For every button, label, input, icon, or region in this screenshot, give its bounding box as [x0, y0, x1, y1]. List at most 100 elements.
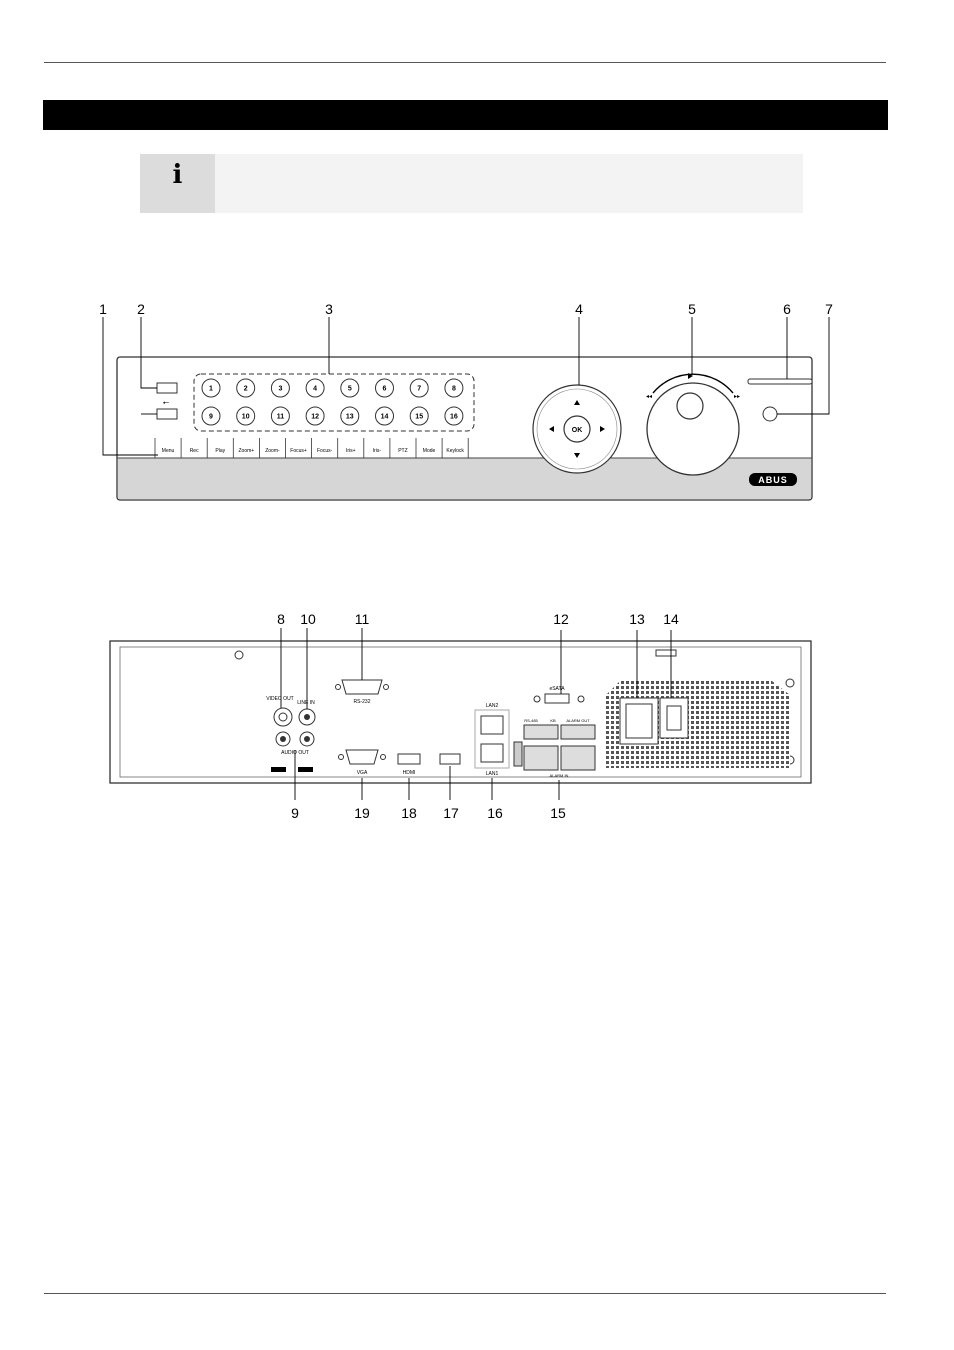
alarm-out-label: ALARM OUT [566, 718, 590, 723]
usb-icon: ⭠ [163, 398, 170, 407]
audio-out-rca [275, 731, 315, 747]
channel-button-label: 10 [242, 414, 250, 421]
rear-callout-top: 14 [663, 611, 679, 627]
channel-button-label: 1 [209, 386, 213, 393]
channel-button[interactable]: 11 [270, 406, 290, 426]
usb-port-2 [156, 408, 178, 420]
channel-button-label: 11 [277, 414, 285, 421]
function-button-label: Iris+ [346, 448, 356, 454]
power-switch [659, 697, 689, 739]
channel-button[interactable]: 13 [340, 406, 360, 426]
forward-icon: ▸▸ [734, 394, 740, 400]
usb-port-rear [439, 753, 461, 765]
rear-callout-top: 13 [629, 611, 645, 627]
channel-button[interactable]: 12 [305, 406, 325, 426]
channel-button-label: 8 [452, 386, 456, 393]
channel-button-label: 15 [415, 414, 423, 421]
channel-button-label: 13 [346, 414, 354, 421]
status-led-strip [747, 378, 813, 385]
front-callout: 5 [688, 301, 696, 317]
front-callout: 4 [575, 301, 583, 317]
function-button-label: Rec [190, 448, 199, 454]
function-button[interactable]: Focus+ [285, 438, 307, 458]
function-button[interactable]: Zoom+ [232, 438, 254, 458]
function-button[interactable]: Keylock [441, 438, 464, 458]
terminal-blocks [513, 724, 596, 771]
channel-button-label: 3 [278, 386, 282, 393]
channel-button[interactable]: 8 [444, 378, 464, 398]
alarm-in-label: ALARM IN [550, 773, 569, 778]
rs232-label: RS-232 [354, 699, 371, 705]
rear-callout-bottom: 17 [443, 805, 459, 821]
front-leader-lines [102, 317, 830, 456]
esata-label: eSATA [549, 686, 565, 692]
function-button-label: Focus+ [290, 448, 307, 454]
vga-connector [345, 749, 379, 765]
lan2-label: LAN2 [486, 703, 499, 709]
info-note: i [140, 154, 803, 213]
esata-port [544, 693, 570, 704]
channel-button[interactable]: 3 [270, 378, 290, 398]
channel-button-label: 12 [311, 414, 319, 421]
channel-button[interactable]: 7 [409, 378, 429, 398]
channel-button[interactable]: 6 [375, 378, 394, 398]
ir-receiver [762, 406, 778, 422]
function-button-label: Mode [423, 448, 436, 454]
function-button-label: Menu [162, 448, 175, 454]
channel-button[interactable]: 5 [340, 378, 360, 398]
channel-button[interactable]: 16 [444, 406, 464, 426]
rear-callout-top: 12 [553, 611, 569, 627]
video-out-label: VIDEO OUT [266, 696, 294, 702]
function-button[interactable]: PTZ [389, 438, 408, 458]
function-button[interactable]: Iris- [363, 438, 382, 458]
function-button[interactable]: Rec [180, 438, 199, 458]
front-callout: 3 [325, 301, 333, 317]
channel-button[interactable]: 10 [236, 406, 256, 426]
hdmi-label: HDMI [403, 770, 416, 776]
front-callout: 2 [137, 301, 145, 317]
channel-button[interactable]: 4 [305, 378, 325, 398]
down-arrow-icon [574, 453, 580, 458]
function-button-label: Keylock [446, 448, 464, 454]
channel-button[interactable]: 2 [236, 378, 256, 398]
channel-button-label: 4 [313, 386, 317, 393]
ok-button [563, 415, 591, 443]
channel-button[interactable]: 14 [375, 406, 394, 426]
function-buttons: Menu Rec Play Zoom+Zoom- Focus+ Focus- Iris+ Ir… [154, 438, 469, 458]
info-icon: i [140, 154, 215, 213]
channel-button[interactable]: 15 [409, 406, 429, 426]
channel-button[interactable]: 1 [201, 378, 221, 398]
channel-button-label: 5 [348, 386, 352, 393]
function-button[interactable]: Mode [415, 438, 436, 458]
rear-callout-top: 10 [300, 611, 316, 627]
rear-callout-bottom: 19 [354, 805, 370, 821]
rear-callout-bottom: 16 [487, 805, 503, 821]
usb-port-1 [156, 382, 178, 394]
channel-button-label: 14 [381, 414, 389, 421]
ok-label: OK [572, 427, 583, 434]
line-in-label: LINE IN [297, 700, 315, 706]
rear-callout-top: 11 [355, 611, 370, 627]
function-button[interactable]: Play [206, 438, 226, 458]
navigation-pad: OK [532, 384, 622, 474]
function-button[interactable]: Zoom- [258, 438, 280, 458]
channel-button-label: 2 [244, 386, 248, 393]
front-callout: 6 [783, 301, 791, 317]
function-button-label: Play [215, 448, 225, 454]
channel-button[interactable]: 9 [201, 406, 221, 426]
channel-button-label: 7 [417, 386, 421, 393]
footer-rule [44, 1293, 886, 1294]
header-rule [44, 62, 886, 63]
brand-logo: ABUS [758, 475, 788, 485]
function-button[interactable]: Iris+ [337, 438, 356, 458]
left-arrow-icon [549, 426, 554, 432]
channel-button-label: 6 [383, 386, 387, 393]
function-button[interactable]: Focus- [311, 438, 333, 458]
rear-leader-lines [280, 628, 672, 800]
rear-callout-bottom: 9 [291, 805, 299, 821]
